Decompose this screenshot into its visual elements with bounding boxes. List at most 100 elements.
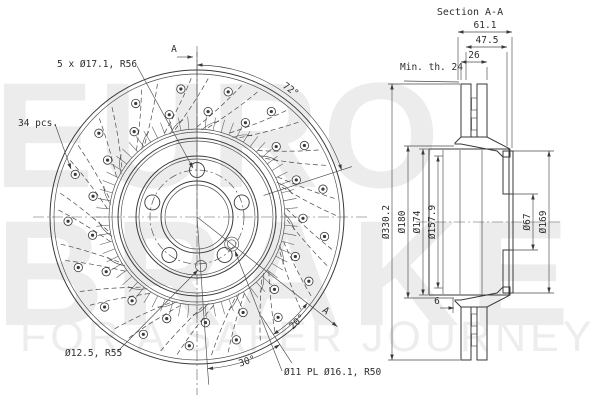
vane-tick — [178, 117, 182, 131]
angle-72-label: 72° — [280, 80, 300, 99]
drill-hole-center — [104, 270, 108, 274]
vane-hook — [127, 286, 148, 290]
leader-hole12 — [117, 269, 199, 352]
vane-tick — [169, 301, 174, 315]
vane-section-bottom1 — [471, 313, 478, 327]
cooling-slot — [176, 305, 214, 356]
leader-hole-count — [54, 123, 72, 170]
cooling-slot — [78, 286, 141, 293]
cooling-slot — [159, 306, 203, 353]
dia-hat-label: Ø180 — [397, 210, 408, 233]
vane-tick — [271, 163, 284, 171]
vane-tick — [228, 122, 234, 136]
drill-hole-center — [132, 130, 136, 134]
drill-hole-center — [76, 265, 80, 270]
cooling-slot — [259, 279, 263, 342]
drill-hole-center — [206, 109, 210, 114]
vane-tick — [116, 269, 127, 279]
vane-tick — [122, 148, 133, 158]
drill-hole-center — [134, 101, 138, 106]
cooling-slot — [286, 208, 334, 251]
vane-tick — [243, 291, 251, 304]
drill-hole-center — [241, 310, 245, 315]
drill-hole-center — [105, 158, 110, 162]
drill-hole-center — [301, 216, 305, 220]
dim-flange-label: 6 — [434, 296, 440, 307]
vane-tick — [122, 276, 133, 286]
vane-tick — [220, 119, 225, 133]
dia-outer-label: Ø330.2 — [381, 205, 392, 239]
drill-hole-center — [130, 299, 134, 303]
vane-hook — [276, 182, 293, 195]
drill-hole-center — [234, 338, 238, 342]
radial-hole12 — [196, 216, 210, 385]
vane-tick — [106, 171, 119, 179]
cooling-slot — [136, 88, 142, 151]
vane-tick — [178, 303, 182, 317]
bolt-hole — [233, 194, 250, 211]
hat-wing-top — [454, 136, 511, 158]
vane-tick — [220, 301, 225, 315]
cooling-slot — [281, 186, 338, 217]
min-thickness-leader — [403, 80, 460, 83]
vane-hook — [119, 154, 122, 175]
leader-hole11 — [234, 250, 283, 372]
vane-tick — [99, 189, 113, 194]
drill-hole-center — [167, 113, 171, 117]
vane-section-top1 — [471, 97, 478, 111]
drill-hole-center — [91, 194, 95, 198]
drill-hole-center — [307, 279, 311, 283]
vane-tick — [102, 180, 116, 186]
vane-tick — [102, 248, 116, 254]
inboard-plate-top — [476, 83, 488, 138]
drill-hole-center — [73, 172, 77, 176]
cooling-slot — [77, 144, 110, 198]
radial-72 — [263, 166, 353, 196]
angle-30-label: 30° — [237, 354, 257, 370]
cooling-slot — [59, 192, 109, 232]
vane-hook — [228, 293, 240, 311]
hole11-label: Ø11 PL Ø16.1, R50 — [284, 367, 382, 378]
cooling-slot — [111, 105, 123, 168]
angle-20-label: 20° — [287, 312, 307, 332]
drill-hole-center — [322, 234, 327, 239]
min-thickness-label: Min. th. 24 — [400, 62, 463, 73]
dia-hat-inner-label: Ø157.9 — [427, 205, 438, 240]
drill-hole-center — [276, 315, 280, 319]
vane-tick — [235, 126, 243, 139]
vane-tick — [235, 295, 243, 308]
vane-tick — [204, 116, 207, 130]
vane-tick — [187, 304, 190, 318]
vane-tick — [284, 224, 298, 227]
drill-hole-center — [274, 144, 278, 149]
cooling-slot — [277, 176, 336, 200]
vane-tick — [283, 198, 297, 202]
vane-tick — [128, 281, 138, 292]
cooling-slot — [196, 84, 243, 128]
cooling-slot — [229, 109, 288, 134]
vane-tick — [271, 263, 284, 271]
drill-hole-center — [294, 178, 298, 182]
arc-72 — [196, 63, 342, 171]
arc-30 — [207, 344, 281, 370]
cooling-slot — [57, 209, 111, 242]
dia-bore-label: Ø67 — [522, 213, 533, 230]
drill-hole-center — [141, 332, 145, 336]
cooling-slot — [88, 293, 150, 306]
cooling-slot — [257, 149, 320, 152]
drill-hole-center — [179, 87, 183, 91]
bolt-hole — [161, 247, 178, 263]
inboard-plate-bottom — [476, 306, 488, 361]
hole-11 — [227, 239, 237, 249]
vane-hook — [169, 119, 184, 135]
vane-tick — [284, 207, 298, 210]
vane-tick — [143, 130, 151, 143]
vane-tick — [249, 136, 259, 147]
vane-hook — [283, 213, 295, 231]
vane-tick — [256, 281, 266, 292]
section-title: Section A-A — [437, 7, 503, 18]
vane-tick — [249, 287, 259, 298]
vane-tick — [116, 155, 127, 165]
vane-tick — [281, 240, 295, 245]
vane-section-bottom2 — [471, 333, 478, 347]
